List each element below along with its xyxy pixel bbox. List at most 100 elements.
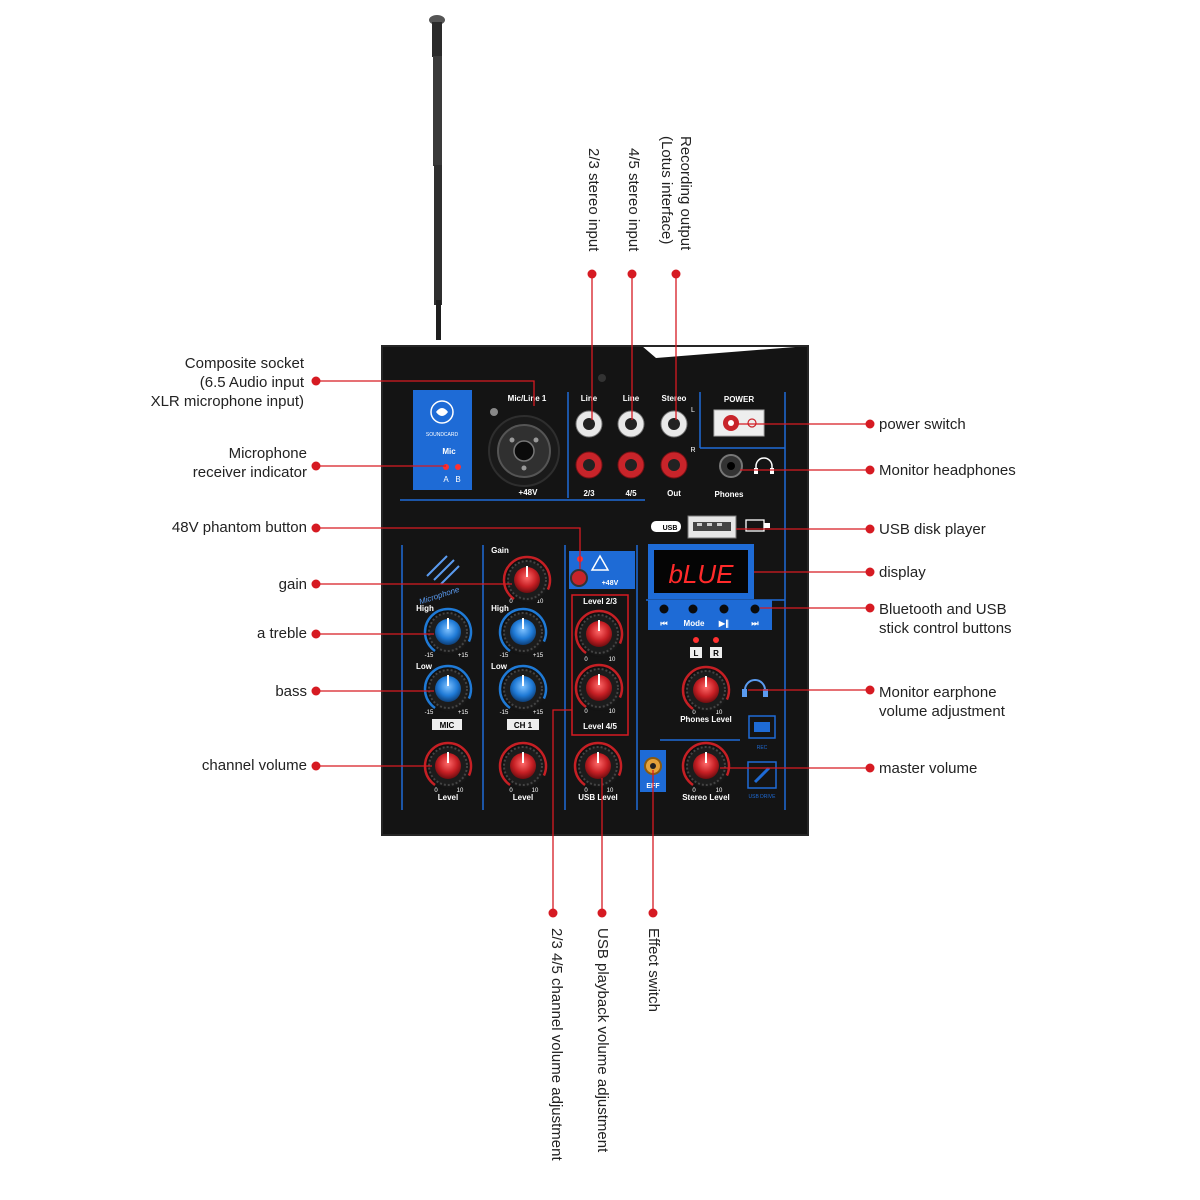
ch1-high-knob[interactable] [490, 599, 555, 664]
leader-stereo23-dot [587, 269, 597, 279]
leader-headphones-dot [865, 465, 875, 475]
effect-switch[interactable]: EFF [640, 750, 666, 792]
svg-text:R: R [690, 447, 695, 454]
callout-mic-indicator: Microphone receiver indicator [192, 445, 307, 481]
rca-jack-out-right[interactable] [660, 451, 688, 479]
mic-level-knob[interactable] [415, 733, 480, 798]
svg-text:⏮: ⏮ [660, 619, 667, 628]
svg-text:-15: -15 [500, 653, 509, 659]
callout-effect-switch: Effect switch [645, 928, 662, 1012]
svg-text:High: High [416, 604, 434, 613]
ch1-level-knob[interactable] [490, 733, 555, 798]
svg-text:USB: USB [663, 525, 678, 532]
leader-mic-indicator-dot [311, 461, 321, 471]
callout-stereo45: 4/5 stereo input [625, 148, 642, 252]
callout-recording: Recording output (Lotus interface) [658, 136, 694, 251]
svg-text:+15: +15 [533, 653, 544, 659]
callout-phantom: 48V phantom button [171, 519, 307, 536]
svg-text:⏭: ⏭ [751, 619, 759, 628]
usb-drive-badge-icon: USB DRIVE [747, 761, 777, 800]
leader-recording-dot [671, 269, 681, 279]
rca-jack-23-right[interactable] [575, 451, 603, 479]
callout-power-switch: power switch [879, 416, 966, 433]
leader-effect-dot [648, 908, 658, 918]
mic-low-knob[interactable] [415, 656, 480, 721]
svg-text:Low: Low [491, 662, 508, 671]
power-switch[interactable] [713, 409, 765, 437]
svg-text:Line: Line [623, 394, 640, 403]
rca-jack-23-left[interactable] [575, 410, 603, 438]
callout-earphone-volume: Monitor earphone volume adjustment [879, 684, 1005, 720]
svg-text:4/5: 4/5 [625, 489, 637, 498]
bt-button-mode[interactable]: Mode [684, 604, 705, 629]
phantom-48v-button[interactable] [570, 569, 588, 587]
rec-icon: REC [748, 715, 776, 751]
phones-level-knob[interactable] [673, 657, 738, 722]
callout-master-volume: master volume [879, 760, 978, 777]
headphone-jack[interactable] [719, 454, 743, 478]
antenna [429, 15, 445, 340]
svg-text:10: 10 [537, 599, 544, 605]
svg-text:Mode: Mode [684, 619, 705, 628]
svg-text:0: 0 [584, 788, 588, 794]
usb-icon: USB [651, 521, 681, 532]
usb-port[interactable] [687, 515, 737, 539]
indicator-a-led [443, 464, 449, 470]
svg-text:L: L [694, 649, 699, 658]
svg-text:A: A [443, 475, 449, 484]
svg-text:10: 10 [609, 709, 616, 715]
rca-jack-out-left[interactable] [660, 410, 688, 438]
svg-text:Low: Low [416, 662, 433, 671]
mic-high-knob[interactable] [415, 599, 480, 664]
level-group-outline [571, 594, 629, 736]
svg-text:0: 0 [434, 788, 438, 794]
svg-text:▶∥: ▶∥ [718, 619, 729, 628]
panel-labels: Gain High High Low Low Level 2/3 Level 4… [416, 546, 732, 802]
bt-button-prev[interactable]: ⏮ [659, 604, 669, 629]
leader-ch2345 [552, 709, 572, 913]
svg-text:Stereo: Stereo [662, 394, 687, 403]
stereo-level-knob[interactable] [673, 733, 738, 798]
bt-button-next[interactable]: ⏭ [750, 604, 760, 629]
leader-display-dot [865, 567, 875, 577]
svg-text:10: 10 [532, 788, 539, 794]
usb-level-knob[interactable] [565, 733, 630, 798]
rca-jack-45-left[interactable] [617, 410, 645, 438]
leader-gain-dot [311, 579, 321, 589]
svg-text:0: 0 [509, 599, 513, 605]
headphones-icon [754, 457, 774, 474]
bt-button-play-pause[interactable]: ▶∥ [718, 604, 729, 629]
ch1-low-knob[interactable] [490, 656, 555, 721]
svg-text:+48V: +48V [602, 580, 619, 587]
svg-text:Level 2/3: Level 2/3 [583, 597, 617, 606]
mixer-body [381, 345, 809, 836]
xlr-combo-jack[interactable]: Mic/Line 1 +48V [488, 394, 560, 497]
svg-text:+48V: +48V [519, 488, 539, 497]
svg-text:0: 0 [509, 788, 513, 794]
leader-phantom-dot [311, 523, 321, 533]
indicator-b-led [455, 464, 461, 470]
svg-text:Phones Level: Phones Level [680, 715, 732, 724]
svg-text:+15: +15 [458, 653, 469, 659]
callout-bass: bass [275, 683, 307, 700]
svg-text:-15: -15 [500, 710, 509, 716]
svg-text:High: High [491, 604, 509, 613]
power-label: POWER [724, 395, 754, 404]
level-45-knob[interactable] [566, 655, 631, 720]
svg-text:Level 4/5: Level 4/5 [583, 722, 617, 731]
callout-channel-volume-2345: 2/3 4/5 channel volume adjustment [548, 928, 565, 1161]
leader-composite [316, 380, 535, 406]
leader-power-dot [865, 419, 875, 429]
svg-text:0: 0 [584, 709, 588, 715]
gain-knob[interactable] [494, 547, 559, 612]
svg-text:Line: Line [581, 394, 598, 403]
leader-composite-dot [311, 376, 321, 386]
rca-jack-45-right[interactable] [617, 451, 645, 479]
level-23-knob[interactable] [566, 601, 631, 666]
svg-text:R: R [713, 649, 719, 658]
svg-text:10: 10 [609, 657, 616, 663]
svg-text:0: 0 [584, 657, 588, 663]
channel-mic-tag: MIC [432, 719, 462, 730]
leader-ch2345-dot [548, 908, 558, 918]
